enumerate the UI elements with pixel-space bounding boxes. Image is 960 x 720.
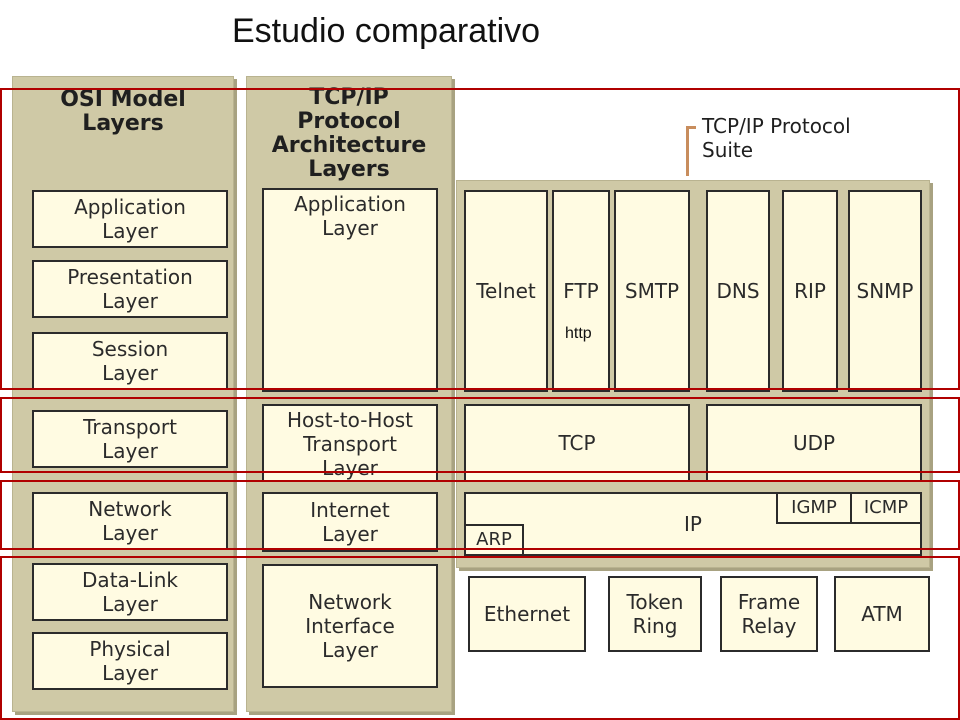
tcpip-layer-sublabel: Layer <box>322 456 378 480</box>
highlight-transport-band <box>0 397 960 473</box>
suite-label: TCP/IP Protocol Suite <box>702 114 851 162</box>
protocol-ftp: FTP <box>552 190 610 392</box>
tcpip-layer-sublabel: Interface <box>305 614 395 638</box>
tcpip-layer-label: Internet <box>310 498 390 522</box>
protocol-smtp: SMTP <box>614 190 690 392</box>
osi-layer-label: Data-Link <box>82 568 178 592</box>
link-sublabel: Relay <box>741 614 797 638</box>
link-ethernet: Ethernet <box>468 576 586 652</box>
tcpip-layer-sublabel: Layer <box>322 522 378 546</box>
tcpip-header-line2: Protocol <box>297 109 401 134</box>
suite-bracket <box>686 126 696 176</box>
osi-layer-sublabel: Layer <box>102 521 158 545</box>
osi-layer-sublabel: Layer <box>102 439 158 463</box>
osi-header-line2: Layers <box>82 111 164 136</box>
protocol-tcp: TCP <box>464 404 690 482</box>
osi-layer-label: Presentation <box>67 265 193 289</box>
osi-header-line1: OSI Model <box>60 87 186 112</box>
http-annotation: http <box>565 325 592 342</box>
protocol-rip: RIP <box>782 190 838 392</box>
tcpip-layer-label: Application <box>294 192 406 216</box>
protocol-icmp: ICMP <box>850 492 922 524</box>
link-label: Frame <box>737 590 801 614</box>
tcpip-layer-sublabel: Layer <box>322 638 378 662</box>
osi-layer-sublabel: Layer <box>102 592 158 616</box>
link-label: Token <box>626 590 684 614</box>
osi-layer-label: Physical <box>89 637 171 661</box>
osi-layer-label: Transport <box>83 415 177 439</box>
link-atm: ATM <box>834 576 930 652</box>
tcpip-header-line4: Layers <box>308 157 390 182</box>
tcpip-header: TCP/IP Protocol Architecture Layers <box>246 86 452 182</box>
link-label: Ethernet <box>483 602 571 626</box>
page-title: Estudio comparativo <box>232 12 541 50</box>
tcpip-layer-label: Host-to-Host <box>287 408 413 432</box>
link-sublabel: Ring <box>632 614 678 638</box>
highlight-link-band <box>0 556 960 720</box>
tcpip-header-line3: Architecture <box>271 133 427 158</box>
osi-layer-label: Application <box>74 195 186 219</box>
highlight-internet-band <box>0 480 960 550</box>
tcpip-layer-sublabel: Transport <box>303 432 397 456</box>
osi-layer-label: Network <box>88 497 172 521</box>
tcpip-layer-sublabel: Layer <box>322 216 378 240</box>
osi-layer-sublabel: Layer <box>102 289 158 313</box>
osi-layer-sublabel: Layer <box>102 219 158 243</box>
protocol-dns: DNS <box>706 190 770 392</box>
suite-label-line2: Suite <box>702 138 754 162</box>
osi-header: OSI Model Layers <box>12 88 234 136</box>
osi-layer-label: Session <box>91 337 169 361</box>
protocol-arp: ARP <box>464 524 524 556</box>
suite-label-line1: TCP/IP Protocol <box>702 114 851 138</box>
protocol-telnet: Telnet <box>464 190 548 392</box>
protocol-snmp: SNMP <box>848 190 922 392</box>
osi-layer-sublabel: Layer <box>102 661 158 685</box>
link-label: ATM <box>861 602 903 626</box>
highlight-application-band <box>0 88 960 390</box>
osi-layer-sublabel: Layer <box>102 361 158 385</box>
tcpip-layer-label: Network <box>308 590 392 614</box>
